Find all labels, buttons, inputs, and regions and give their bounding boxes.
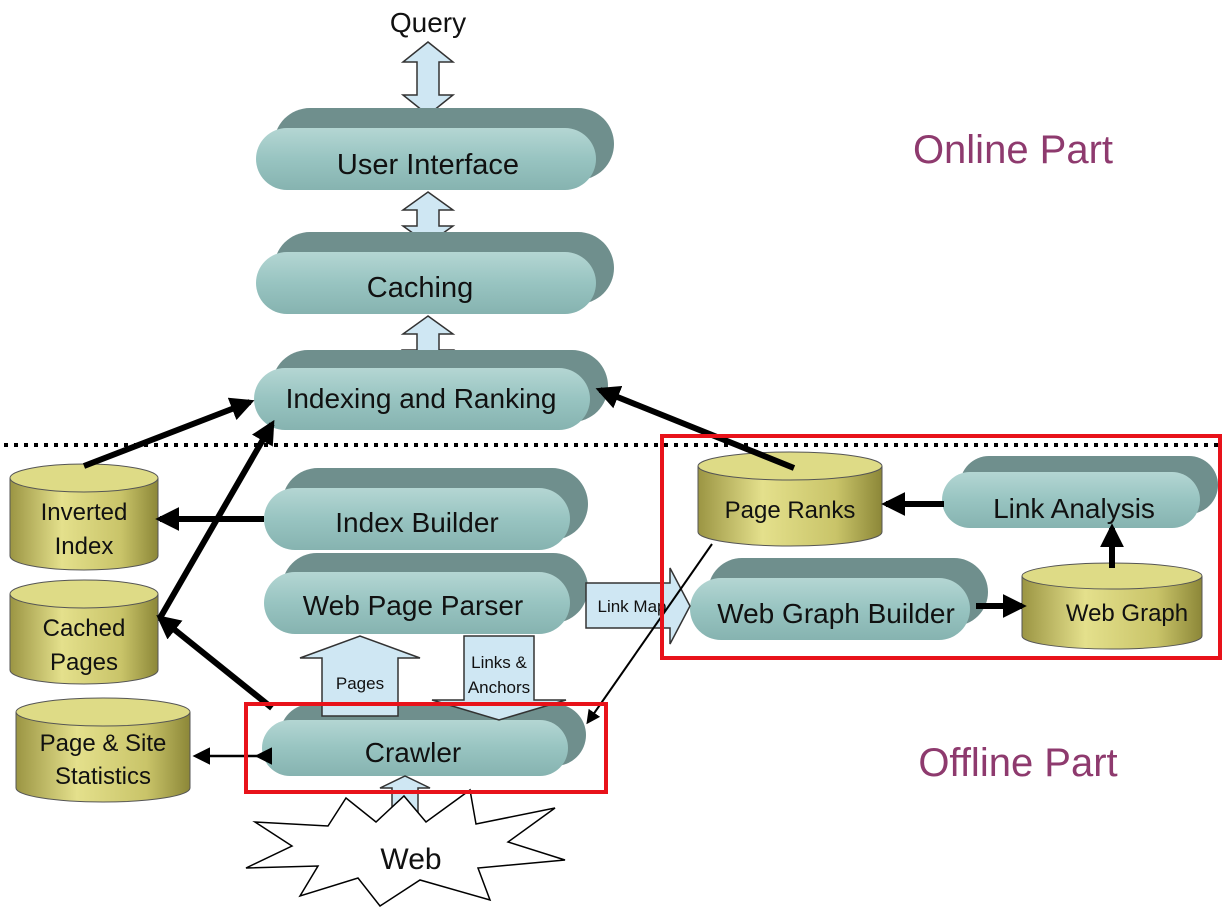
pages-flow-label: Pages [336, 674, 384, 693]
page-ranks-to-crawler-arrow [586, 543, 713, 725]
web-starburst: Web [245, 788, 566, 908]
page-ranks-to-indexing-arrow [595, 386, 796, 471]
page-ranks-store: Page Ranks [697, 451, 883, 547]
query-label: Query [390, 7, 466, 38]
inverted-index-to-indexing-arrow [82, 397, 255, 469]
user-interface-label: User Interface [337, 149, 519, 181]
web-graph-builder-component: Web Graph Builder [690, 558, 988, 640]
page-site-statistics-store: Page & Site Statistics [15, 697, 191, 803]
caching-component: Caching [256, 232, 614, 314]
link-analysis-highlight-box [660, 434, 1222, 660]
web-label: Web [380, 843, 441, 876]
link-map-arrow: Link Map [585, 567, 691, 645]
web-graph-builder-label: Web Graph Builder [717, 598, 955, 629]
index-builder-component: Index Builder [264, 468, 588, 550]
link-map-label: Link Map [598, 597, 667, 616]
indexing-ranking-label: Indexing and Ranking [286, 383, 557, 414]
crawler-component: Crawler [262, 704, 586, 776]
page-ranks-label: Page Ranks [725, 497, 856, 524]
page-site-statistics-label-line2: Statistics [55, 763, 151, 790]
indexing-ranking-component: Indexing and Ranking [254, 350, 608, 430]
crawler-highlight-box [244, 702, 608, 794]
link-analysis-component: Link Analysis [942, 456, 1218, 528]
web-graph-store: Web Graph [1021, 562, 1203, 650]
web-graph-label: Web Graph [1066, 600, 1188, 627]
links-anchors-label-line1: Links & [471, 653, 527, 672]
cached-pages-label-line2: Pages [50, 649, 118, 676]
links-anchors-down-arrow: Links & Anchors [431, 635, 567, 721]
cached-pages-label-line1: Cached [43, 615, 126, 642]
crawler-to-cached-pages-arrow [156, 614, 274, 711]
web-page-parser-component: Web Page Parser [264, 553, 588, 634]
inverted-index-label-line2: Index [55, 533, 114, 560]
pages-up-arrow: Pages [299, 635, 421, 717]
index-builder-label: Index Builder [335, 507, 498, 538]
query-ui-double-arrow [400, 41, 456, 116]
inverted-index-store: Inverted Index [9, 463, 159, 571]
offline-part-label: Offline Part [918, 741, 1117, 785]
thick-flow-arrows [82, 386, 1124, 711]
links-anchors-label-line2: Anchors [468, 678, 530, 697]
user-interface-component: User Interface [256, 108, 614, 190]
web-page-parser-label: Web Page Parser [303, 590, 524, 621]
cached-pages-store: Cached Pages [9, 579, 159, 685]
caching-label: Caching [367, 272, 473, 304]
page-site-statistics-label-line1: Page & Site [40, 730, 167, 757]
link-analysis-label: Link Analysis [993, 493, 1155, 524]
crawler-label: Crawler [365, 737, 461, 768]
online-part-label: Online Part [913, 128, 1113, 172]
inverted-index-label-line1: Inverted [41, 499, 128, 526]
